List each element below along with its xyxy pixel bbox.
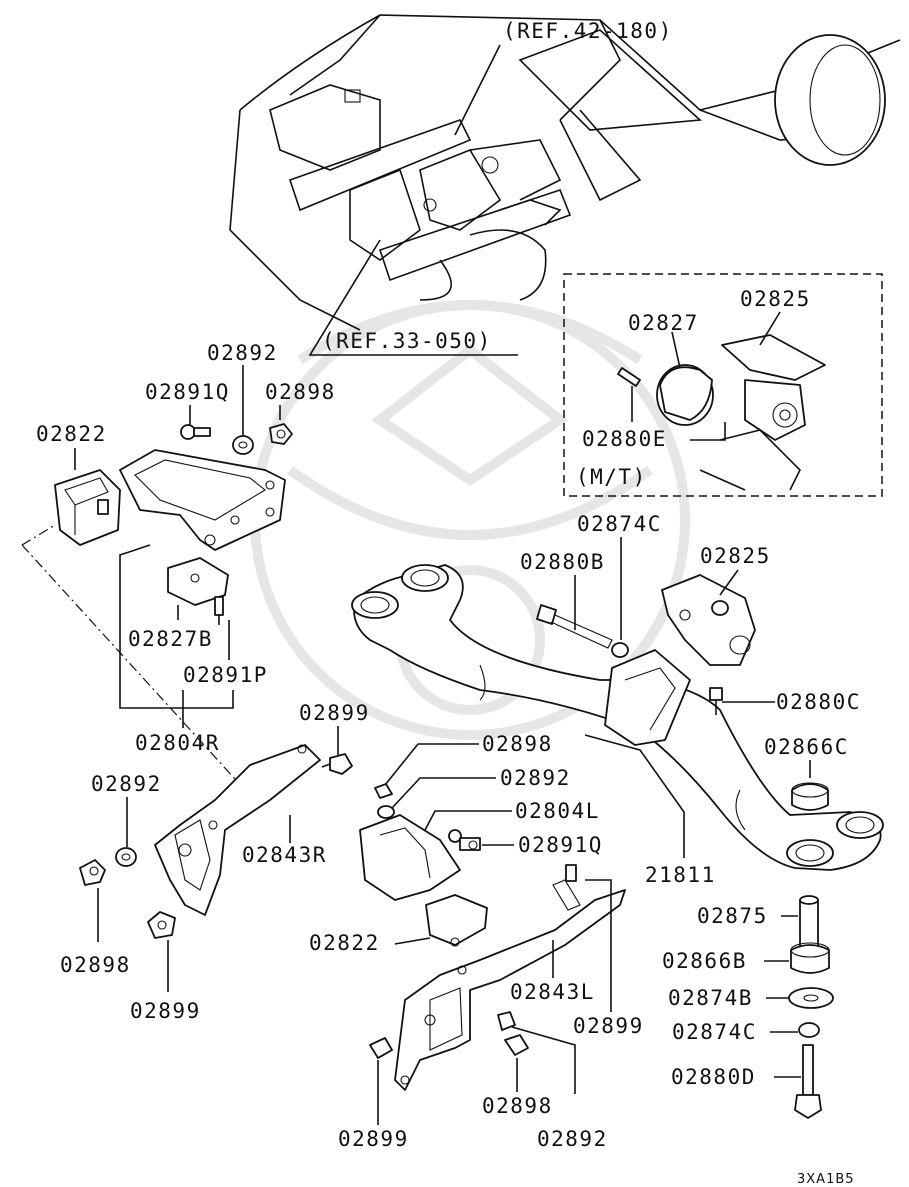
label-02892-top: 02892: [207, 341, 278, 365]
label-02825-mid: 02825: [700, 544, 771, 568]
label-02898-mid: 02898: [482, 732, 553, 756]
label-02899-left: 02899: [130, 999, 201, 1023]
diagram-code: 3XA1B5: [797, 1172, 855, 1187]
label-02880b: 02880B: [520, 550, 605, 574]
label-21811: 21811: [645, 863, 716, 887]
vehicle-body-illustration: [229, 14, 901, 331]
label-02804r: 02804R: [135, 731, 220, 755]
label-02843l: 02843L: [510, 980, 595, 1004]
label-02874c-right: 02874C: [672, 1020, 757, 1044]
label-02899-low: 02899: [573, 1014, 644, 1038]
label-02880d: 02880D: [671, 1065, 756, 1089]
label-02891q-top: 02891Q: [145, 380, 230, 404]
label-02866c: 02866C: [764, 735, 849, 759]
label-02843r: 02843R: [242, 843, 327, 867]
label-02892-left: 02892: [91, 772, 162, 796]
ref-leader-mid: [308, 239, 518, 356]
label-02899-mid: 02899: [299, 701, 370, 725]
label-02891p: 02891P: [183, 663, 268, 687]
ref-label-42-180: (REF.42-180): [503, 19, 673, 43]
label-02825-inset: 02825: [740, 287, 811, 311]
label-02827b: 02827B: [128, 627, 213, 651]
label-02880e: 02880E: [582, 427, 667, 451]
label-02880c: 02880C: [776, 690, 861, 714]
crossmember-21811: [351, 564, 884, 871]
label-02804l: 02804L: [515, 799, 600, 823]
label-02874c-mid: 02874C: [577, 512, 662, 536]
label-02898-left: 02898: [60, 953, 131, 977]
label-02892-mid: 02892: [500, 766, 571, 790]
inset-caption-mt: (M/T): [576, 465, 647, 489]
label-02891q-mid: 02891Q: [518, 833, 603, 857]
label-02875: 02875: [697, 904, 768, 928]
ref-leader-top: [454, 44, 501, 136]
label-02898-top: 02898: [265, 380, 336, 404]
label-02822-low: 02822: [309, 931, 380, 955]
label-02874b: 02874B: [668, 986, 753, 1010]
label-02827-inset: 02827: [628, 311, 699, 335]
ref-label-33-050: (REF.33-050): [322, 329, 492, 353]
mt-inset-box: [563, 273, 883, 497]
label-02892-bot: 02892: [537, 1127, 608, 1151]
label-02822-left: 02822: [36, 422, 107, 446]
label-02898-bot: 02898: [482, 1094, 553, 1118]
label-02866b: 02866B: [662, 949, 747, 973]
label-02899-bot: 02899: [338, 1127, 409, 1151]
